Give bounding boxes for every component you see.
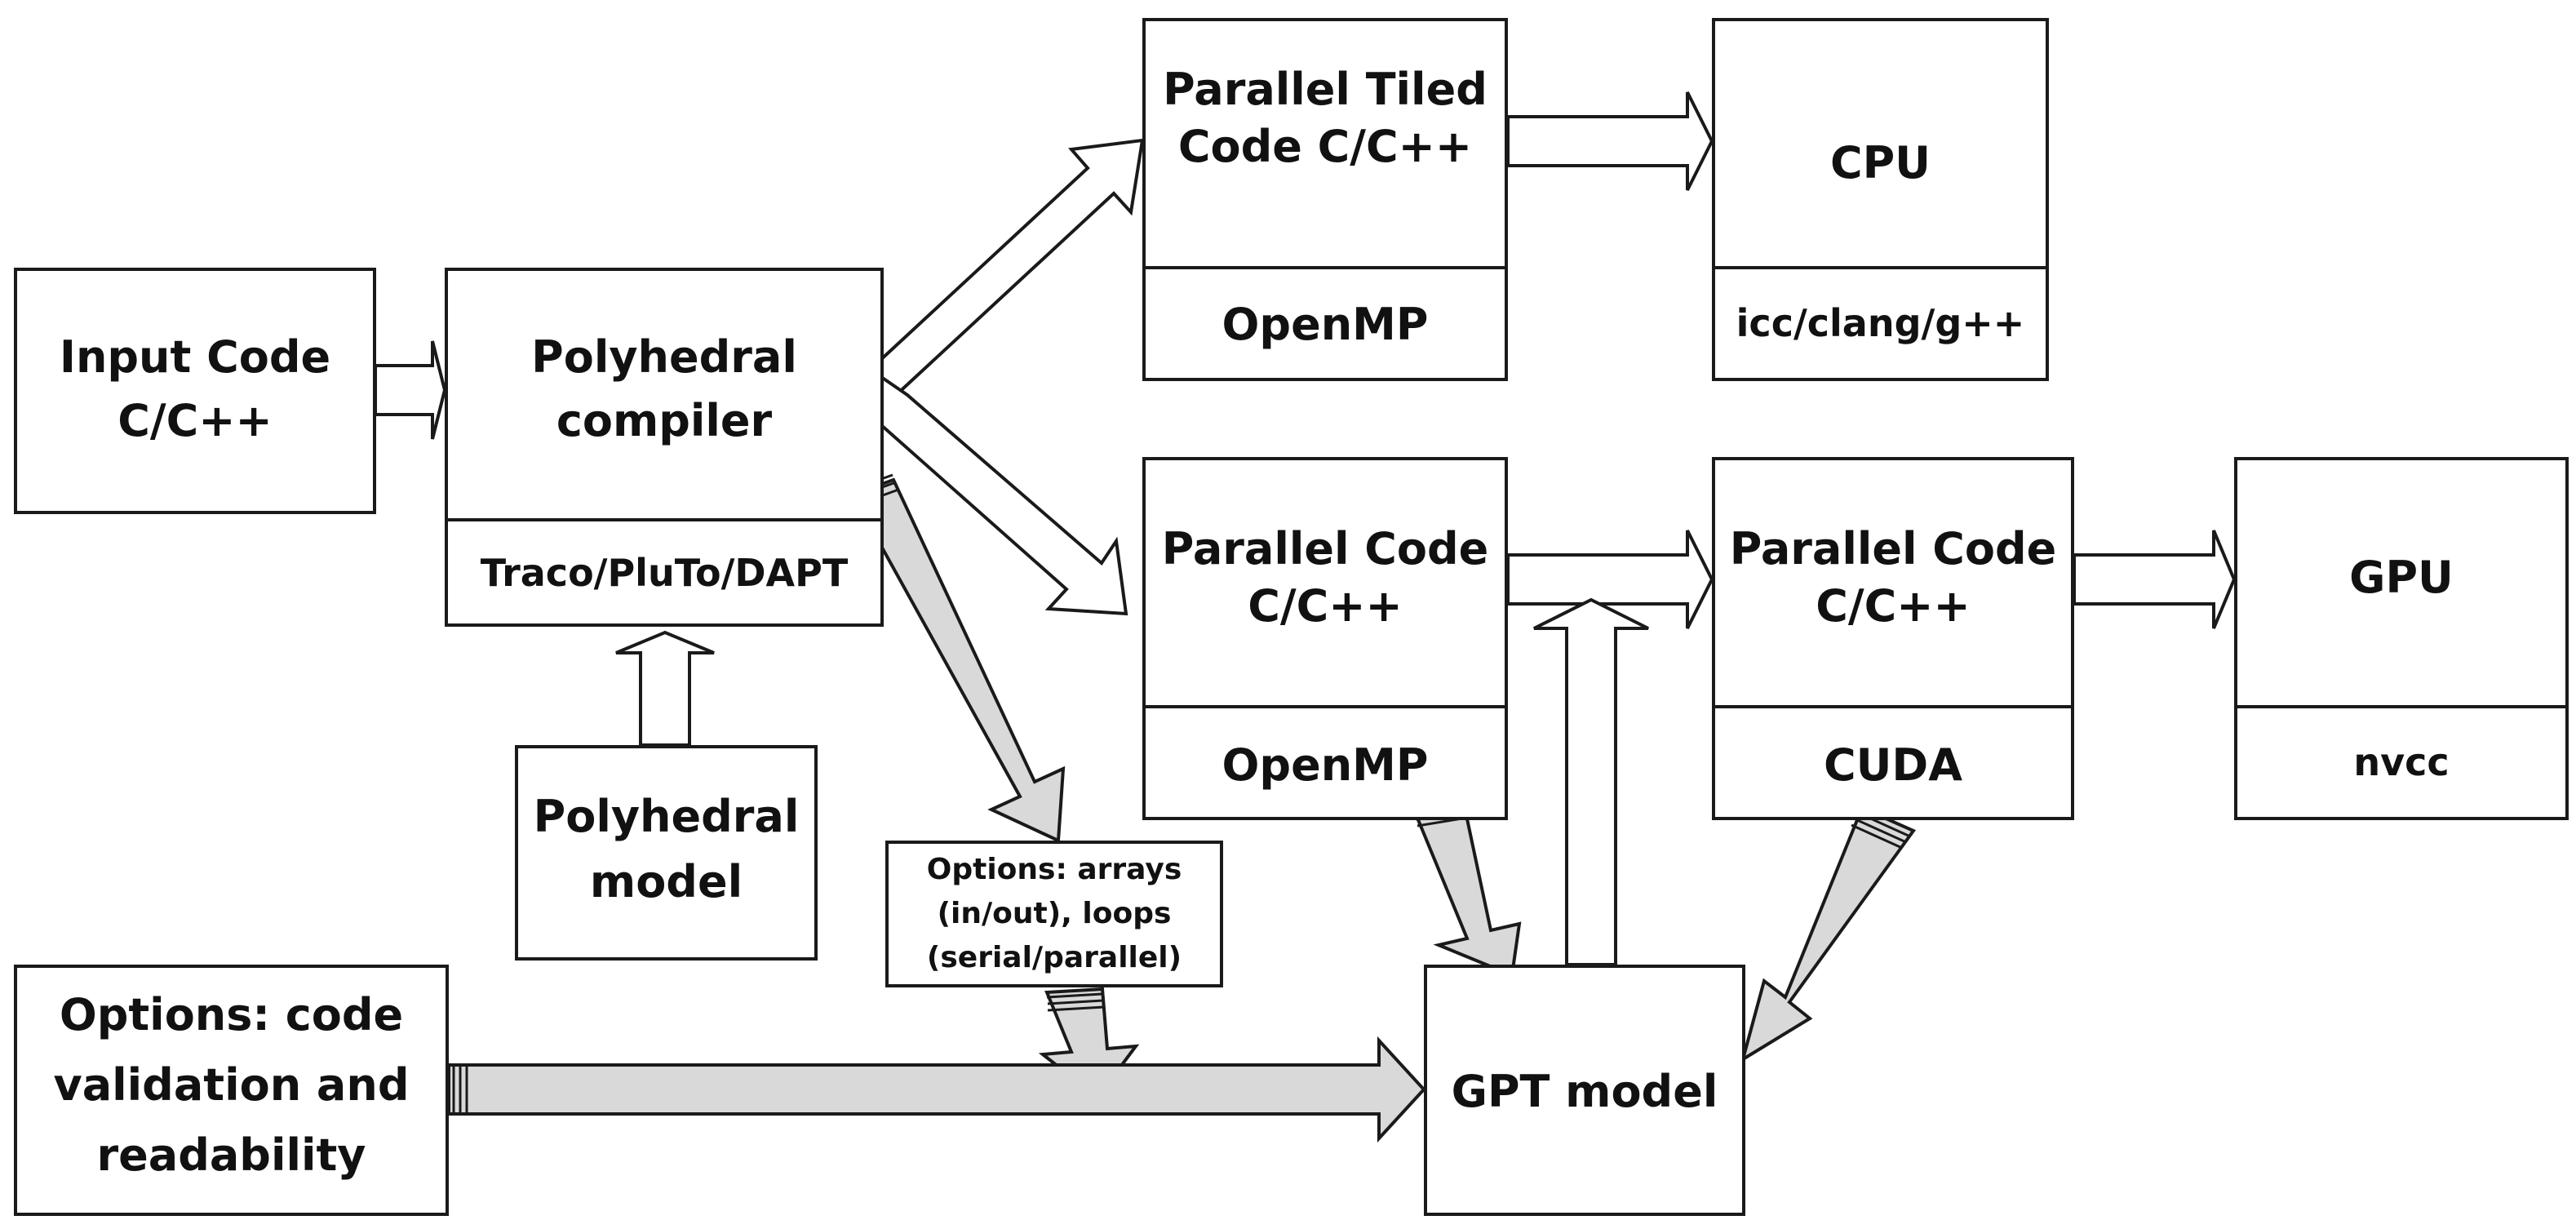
arrow-tiled-to-cpu [1506,91,1714,191]
arrow-compiler-to-tiled [865,138,1145,400]
arrow-gpt-up [1533,597,1649,966]
polyhedral-compiler-divider [448,518,880,521]
cpu-divider [1715,266,2046,269]
polyhedral-compiler-tools: Traco/PluTo/DAPT [480,551,849,595]
gpu-footer: nvcc [2353,740,2450,784]
parallel-tiled-divider [1146,266,1505,269]
parallel-cuda-line-2: C/C++ [1816,580,1971,632]
gpu-title: GPU [2349,552,2454,603]
input-code-line-1: Input Code [59,331,331,383]
parallel-openmp-footer: OpenMP [1221,739,1429,791]
polyhedral-model-line-1: Polyhedral [533,791,800,842]
gpt-model-box: GPT model [1424,965,1745,1216]
polyhedral-model-box: Polyhedral model [515,745,818,961]
arrow-input-to-compiler [374,340,447,440]
input-code-line-2: C/C++ [117,395,273,446]
parallel-openmp-line-2: C/C++ [1248,580,1403,632]
options-code-line-2: validation and [53,1059,410,1111]
options-arrays-box: Options: arrays (in/out), loops (serial/… [885,841,1223,987]
parallel-tiled-line-1: Parallel Tiled [1163,64,1488,115]
polyhedral-model-line-2: model [589,856,743,907]
parallel-tiled-line-2: Code C/C++ [1177,121,1473,172]
arrow-options-code-to-gpt [447,1036,1426,1143]
options-arrays-line-1: Options: arrays [926,853,1182,886]
parallel-openmp-divider [1146,705,1505,708]
arrow-cuda-to-gpt [1740,805,1917,1063]
parallel-cuda-line-1: Parallel Code [1729,523,2057,575]
parallel-cuda-footer: CUDA [1823,739,1963,791]
arrow-compiler-to-openmp [864,374,1128,616]
polyhedral-compiler-line-1: Polyhedral [531,331,797,383]
parallel-openmp-line-1: Parallel Code [1161,523,1489,575]
arrow-openmp-to-cuda [1506,530,1714,629]
arrow-model-to-compiler [615,630,715,747]
gpt-model-title: GPT model [1451,1066,1718,1117]
polyhedral-compiler-line-2: compiler [556,395,773,446]
parallel-tiled-box: Parallel Tiled Code C/C++ OpenMP [1142,18,1508,381]
options-arrays-line-3: (serial/parallel) [926,941,1182,974]
options-code-line-1: Options: code [59,989,404,1040]
arrow-openmp-to-gpt [1411,797,1522,978]
parallel-openmp-box: Parallel Code C/C++ OpenMP [1142,457,1508,820]
parallel-cuda-box: Parallel Code C/C++ CUDA [1712,457,2074,820]
gpu-divider [2237,705,2565,708]
parallel-tiled-footer: OpenMP [1221,299,1429,350]
options-arrays-line-2: (in/out), loops [937,897,1172,930]
cpu-title: CPU [1829,137,1931,189]
options-code-box: Options: code validation and readability [14,965,449,1216]
polyhedral-compiler-box: Polyhedral compiler Traco/PluTo/DAPT [445,268,884,627]
arrow-compiler-to-options [850,477,1066,844]
input-code-box: Input Code C/C++ [14,268,376,514]
arrow-cuda-to-gpu [2073,530,2237,629]
cpu-box: CPU icc/clang/g++ [1712,18,2049,381]
gpu-box: GPU nvcc [2234,457,2569,820]
parallel-cuda-divider [1715,705,2071,708]
cpu-footer: icc/clang/g++ [1736,301,2025,345]
options-code-line-3: readability [96,1129,366,1181]
